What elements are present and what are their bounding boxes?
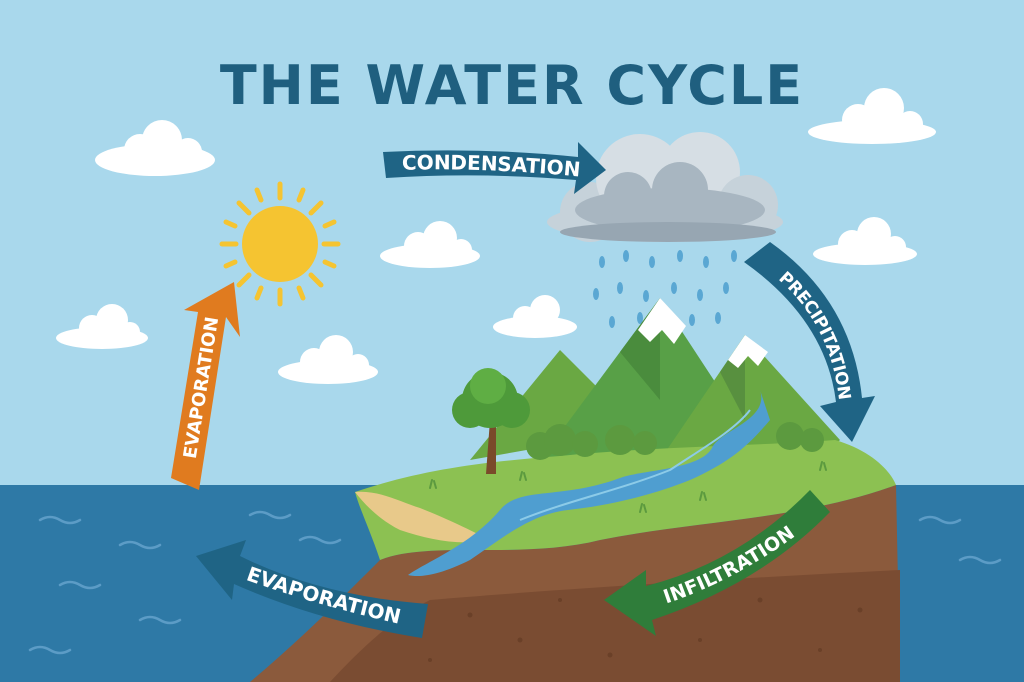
island-soil-shade (330, 570, 900, 682)
page-title: THE WATER CYCLE (220, 54, 804, 117)
sea-waves (28, 510, 1002, 655)
cloud-icon (95, 120, 215, 176)
rain-drops (593, 250, 737, 328)
tree-icon (452, 368, 530, 474)
soil-pebbles (428, 597, 863, 662)
cloud-icon (808, 88, 936, 144)
sun-icon (219, 181, 341, 307)
cloud-icon (56, 304, 148, 349)
cloud-icon (278, 335, 378, 384)
grass-tufts (429, 461, 827, 513)
river-highlight (519, 409, 751, 521)
beach (355, 491, 490, 543)
cloud-icon (380, 221, 480, 268)
river (408, 390, 770, 577)
rain-cloud-icon (547, 132, 783, 242)
bushes (526, 422, 824, 460)
cloud-icon (813, 217, 917, 265)
cloud-icon (493, 295, 577, 338)
